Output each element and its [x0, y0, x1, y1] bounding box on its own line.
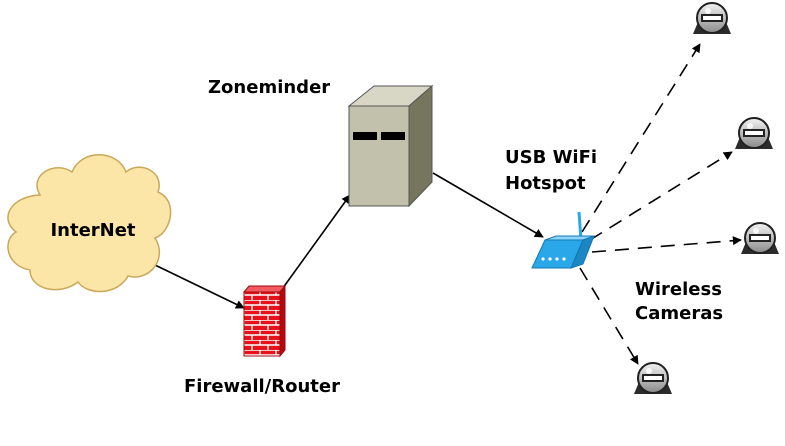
hotspot-node: USB WiFi Hotspot: [505, 147, 597, 269]
internet-label: InterNet: [50, 220, 135, 241]
zoneminder-label: Zoneminder: [208, 77, 330, 98]
internet-node: InterNet: [7, 154, 172, 293]
edge-hotspot-camera-3: [591, 236, 742, 253]
dome-camera-icon: [740, 222, 780, 255]
edge-firewall-zoneminder: [279, 194, 351, 293]
cameras-label-line2: Cameras: [635, 303, 723, 324]
cloud-icon: [7, 154, 172, 293]
hotspot-label-line1: USB WiFi: [505, 147, 597, 168]
edge-internet-firewall: [154, 264, 245, 309]
edge-hotspot-camera-4: [579, 267, 639, 365]
connections: [154, 43, 742, 365]
wifi-access-point-icon: [531, 211, 595, 269]
dome-camera-icon: [633, 362, 673, 395]
edge-hotspot-camera-2: [589, 151, 733, 241]
brick-firewall-icon: [242, 284, 287, 358]
zoneminder-node: Zoneminder: [208, 77, 434, 208]
cameras-label-line1: Wireless: [635, 279, 722, 300]
dome-camera-icon: [734, 117, 774, 150]
server-tower-icon: [347, 84, 434, 208]
firewall-label: Firewall/Router: [184, 376, 340, 397]
edge-zoneminder-hotspot: [432, 172, 544, 238]
firewall-node: Firewall/Router: [184, 284, 340, 397]
dome-camera-icon: [692, 2, 732, 35]
cameras: Wireless Cameras: [633, 2, 780, 395]
hotspot-label-line2: Hotspot: [505, 173, 586, 194]
edge-hotspot-camera-1: [581, 43, 701, 233]
